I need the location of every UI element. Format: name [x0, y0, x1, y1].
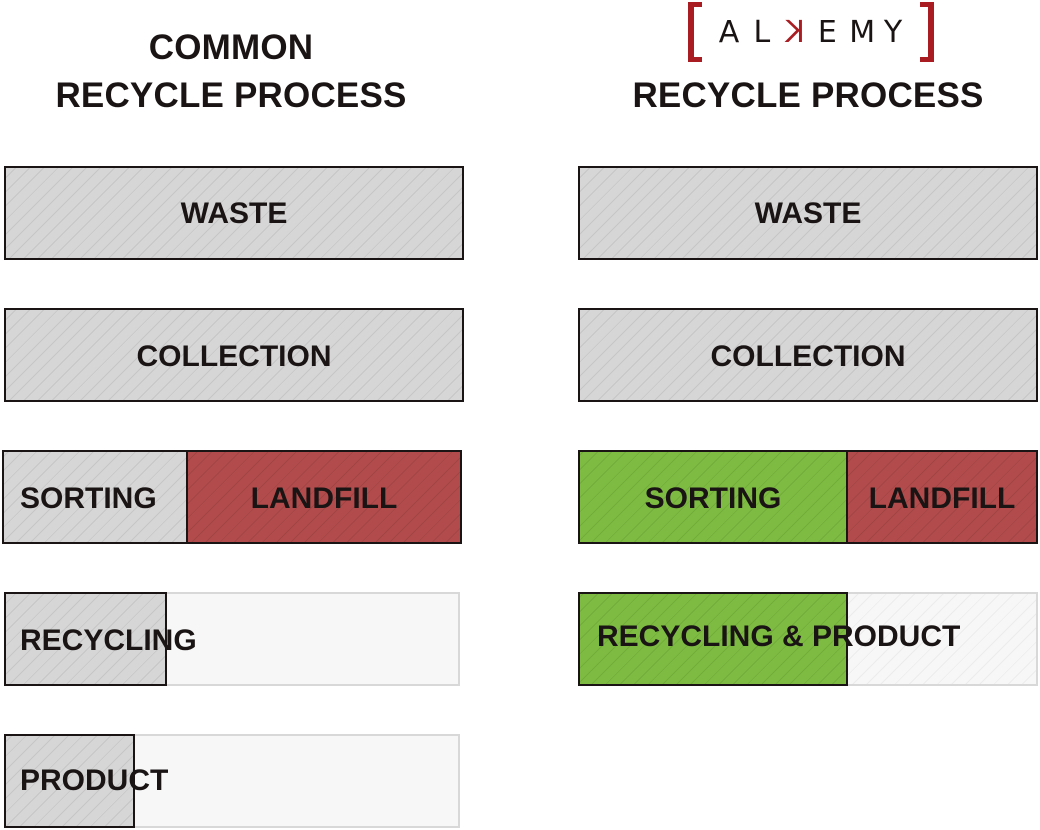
common-landfill-step: LANDFILL — [186, 450, 462, 544]
alkemy-waste-step: WASTE — [578, 166, 1038, 260]
common-product-step — [4, 734, 135, 828]
alkemy-logo: A L K E M Y — [688, 2, 934, 62]
alkemy-landfill-step: LANDFILL — [846, 450, 1038, 544]
alkemy-landfill-label: LANDFILL — [868, 482, 1016, 515]
common-process-title-line-1: COMMON — [148, 28, 314, 67]
alkemy-waste-label: WASTE — [754, 197, 862, 230]
alkemy-collection-label: COLLECTION — [710, 340, 906, 373]
common-collection-label: COLLECTION — [136, 340, 332, 373]
logo-letter: M — [849, 14, 876, 50]
common-product-label: PRODUCT — [20, 764, 169, 797]
logo-letters: A L K E M Y — [708, 12, 914, 52]
alkemy-recycling-product-label: RECYCLING & PRODUCT — [597, 620, 961, 653]
logo-letter: L — [753, 14, 771, 50]
alkemy-sorting-step: SORTING — [578, 450, 848, 544]
common-landfill-label: LANDFILL — [250, 482, 398, 515]
common-sorting-label: SORTING — [20, 482, 157, 515]
common-waste-step: WASTE — [4, 166, 464, 260]
logo-letter: A — [718, 14, 740, 50]
logo-letter-reversed: K — [784, 14, 805, 50]
logo-right-bracket — [920, 2, 934, 62]
common-recycling-step — [4, 592, 167, 686]
alkemy-process-title: RECYCLE PROCESS — [632, 76, 984, 115]
common-sorting-step — [2, 450, 188, 544]
alkemy-sorting-label: SORTING — [644, 482, 782, 515]
common-recycling-label: RECYCLING — [20, 624, 197, 657]
alkemy-recycling-step — [578, 592, 848, 686]
logo-letter: Y — [883, 14, 903, 50]
logo-letter: E — [817, 14, 837, 50]
common-process-title: COMMON RECYCLE PROCESS — [4, 24, 458, 120]
logo-left-bracket — [688, 2, 702, 62]
common-waste-label: WASTE — [180, 197, 288, 230]
common-process-title-line-2: RECYCLE PROCESS — [55, 76, 407, 115]
alkemy-collection-step: COLLECTION — [578, 308, 1038, 402]
common-collection-step: COLLECTION — [4, 308, 464, 402]
